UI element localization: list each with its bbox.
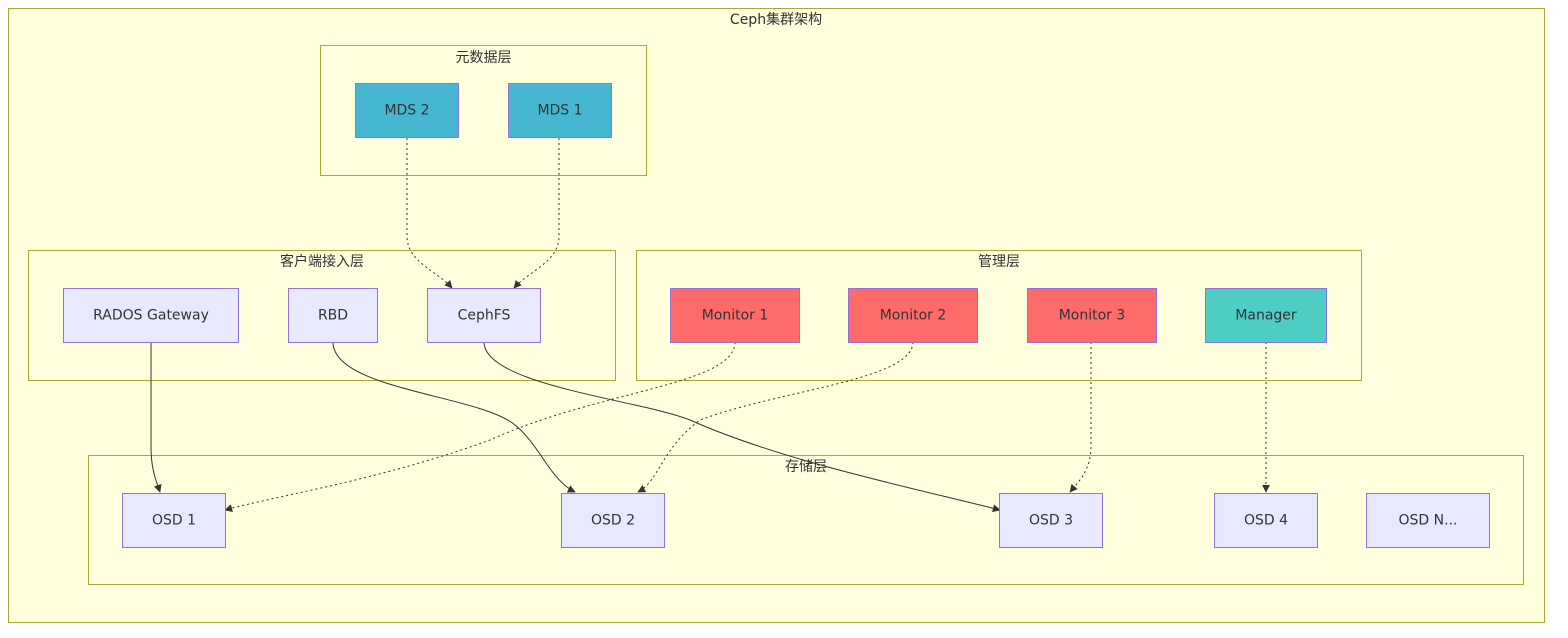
node-osd2-box (561, 493, 665, 548)
node-cephfs[interactable]: CephFS (427, 288, 541, 343)
node-osd1-label: OSD 1 (152, 513, 196, 529)
node-monitor2[interactable]: Monitor 2 (848, 288, 978, 343)
node-osd4-box (1214, 493, 1318, 548)
node-osd-n[interactable]: OSD N... (1366, 493, 1490, 548)
cluster-storage-title: 存储层 (785, 459, 827, 475)
cluster-metadata-title: 元数据层 (456, 50, 512, 66)
node-manager-label: Manager (1235, 308, 1297, 324)
node-monitor3[interactable]: Monitor 3 (1027, 288, 1157, 343)
node-osd3-box (999, 493, 1103, 548)
edge-rgw-to-osd1 (150, 342, 162, 493)
node-osd1-box (122, 493, 226, 548)
node-rados-gateway-label: RADOS Gateway (93, 308, 209, 324)
node-mds1[interactable]: MDS 1 (508, 83, 612, 138)
edge-rbd-to-osd2 (332, 341, 576, 493)
edge-monitor2-to-osd2 (637, 341, 914, 493)
node-rados-gateway[interactable]: RADOS Gateway (63, 288, 239, 343)
node-mds2-label: MDS 2 (384, 103, 429, 119)
cluster-management-title: 管理层 (978, 254, 1020, 270)
node-osd-n-label: OSD N... (1399, 513, 1458, 529)
node-osd3-label: OSD 3 (1029, 513, 1073, 529)
node-mds2-box (355, 83, 459, 138)
edge-mds2-to-cephfs (406, 138, 453, 289)
node-monitor1[interactable]: Monitor 1 (670, 288, 800, 343)
node-monitor3-label: Monitor 3 (1059, 308, 1126, 324)
node-mds1-box (508, 83, 612, 138)
node-monitor1-box (670, 288, 800, 343)
node-osd4[interactable]: OSD 4 (1214, 493, 1318, 548)
node-monitor1-label: Monitor 1 (702, 308, 769, 324)
edge-monitor1-to-osd1 (224, 341, 736, 512)
node-monitor2-label: Monitor 2 (880, 308, 947, 324)
node-monitor2-box (848, 288, 978, 343)
cluster-ceph-root-title: Ceph集群架构 (730, 11, 822, 28)
edge-mds1-to-cephfs (513, 138, 560, 289)
node-cephfs-label: CephFS (458, 308, 511, 324)
node-osd3[interactable]: OSD 3 (999, 493, 1103, 548)
node-mds2[interactable]: MDS 2 (355, 83, 459, 138)
edges (150, 138, 1270, 513)
node-rados-gateway-box (63, 288, 239, 343)
node-monitor3-box (1027, 288, 1157, 343)
node-cephfs-box (427, 288, 541, 343)
node-manager[interactable]: Manager (1205, 288, 1327, 343)
cluster-client-title: 客户端接入层 (280, 253, 364, 270)
node-rbd-box (288, 288, 378, 343)
node-osd2-label: OSD 2 (591, 513, 635, 529)
node-osd4-label: OSD 4 (1244, 513, 1288, 529)
node-rbd[interactable]: RBD (288, 288, 378, 343)
edge-cephfs-to-osd3 (483, 341, 1001, 513)
edge-monitor3-to-osd3 (1069, 342, 1092, 493)
node-manager-box (1205, 288, 1327, 343)
node-rbd-label: RBD (318, 308, 348, 324)
nodes: MDS 2 MDS 1 RADOS Gateway RBD CephFS Mon… (63, 83, 1490, 548)
node-osd1[interactable]: OSD 1 (122, 493, 226, 548)
node-osd2[interactable]: OSD 2 (561, 493, 665, 548)
node-osd-n-box (1366, 493, 1490, 548)
node-mds1-label: MDS 1 (537, 103, 582, 119)
